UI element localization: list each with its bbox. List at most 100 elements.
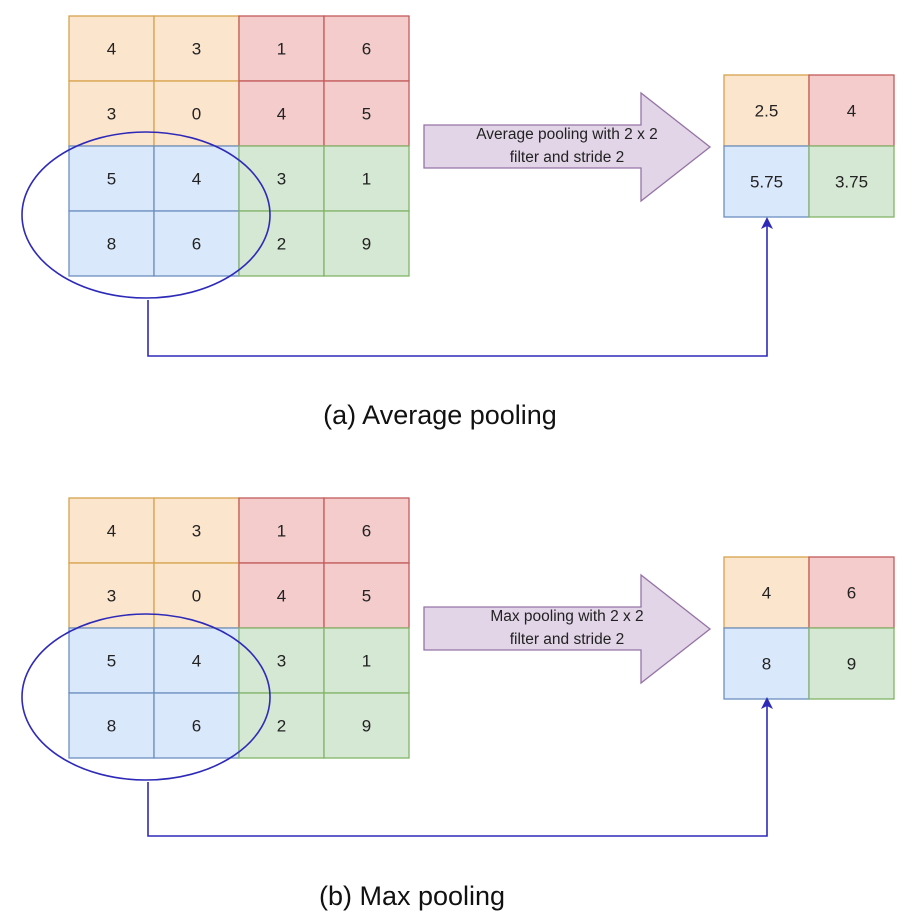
cell-value: 3	[107, 587, 116, 606]
cell-value: 3	[277, 170, 286, 189]
input-cell-r3-c2: 2	[238, 692, 325, 759]
input-cell-r3-c3: 9	[323, 210, 410, 277]
cell-box	[68, 627, 155, 694]
cell-box	[238, 692, 325, 759]
input-cell-r0-c1: 3	[153, 15, 240, 82]
cell-value: 4	[192, 170, 201, 189]
input-cell-r3-c0: 8	[68, 692, 155, 759]
cell-value: 5	[362, 105, 371, 124]
cell-box	[323, 210, 410, 277]
output-grid: 2.5 4 5.75 3.75	[723, 74, 895, 218]
cell-value: 5	[362, 587, 371, 606]
input-cell-r2-c2: 3	[238, 627, 325, 694]
cell-box	[323, 497, 410, 564]
arrow-label-line2: filter and stride 2	[510, 149, 625, 166]
input-cell-r0-c0: 4	[68, 497, 155, 564]
cell-box	[153, 210, 240, 277]
input-cell-r3-c2: 2	[238, 210, 325, 277]
cell-value: 6	[362, 522, 371, 541]
cell-box	[323, 80, 410, 147]
cell-value: 9	[362, 235, 371, 254]
cell-value: 3	[192, 40, 201, 59]
cell-value: 1	[277, 522, 286, 541]
caption: (b) Max pooling	[319, 881, 505, 911]
input-cell-r1-c2: 4	[238, 562, 325, 629]
cell-box	[238, 15, 325, 82]
input-cell-r2-c1: 4	[153, 145, 240, 212]
cell-value: 3	[277, 652, 286, 671]
cell-value: 1	[362, 652, 371, 671]
input-cell-r1-c1: 0	[153, 562, 240, 629]
cell-box	[153, 80, 240, 147]
cell-value: 5	[107, 652, 116, 671]
input-cell-r0-c3: 6	[323, 497, 410, 564]
output-cell-r0-c1: 4	[808, 74, 895, 147]
cell-value: 5.75	[750, 173, 783, 192]
input-cell-r1-c0: 3	[68, 562, 155, 629]
cell-box	[808, 145, 895, 218]
cell-box	[68, 210, 155, 277]
input-cell-r2-c3: 1	[323, 627, 410, 694]
cell-box	[68, 497, 155, 564]
process-arrow: Max pooling with 2 x 2 filter and stride…	[423, 573, 712, 685]
cell-value: 4	[762, 584, 771, 603]
cell-box	[153, 692, 240, 759]
connector-arrow	[147, 697, 773, 837]
cell-value: 8	[762, 655, 771, 674]
cell-value: 4	[847, 102, 856, 121]
output-cell-r0-c0: 2.5	[723, 74, 810, 147]
pooling-window-ellipse	[21, 613, 271, 781]
input-cell-r1-c1: 0	[153, 80, 240, 147]
caption: (a) Average pooling	[323, 400, 557, 430]
cell-value: 8	[107, 717, 116, 736]
output-cell-r1-c0: 8	[723, 627, 810, 700]
cell-value: 2.5	[755, 102, 779, 121]
cell-value: 2	[277, 717, 286, 736]
cell-value: 9	[847, 655, 856, 674]
cell-value: 6	[362, 40, 371, 59]
cell-box	[68, 692, 155, 759]
output-cell-r1-c0: 5.75	[723, 145, 810, 218]
cell-box	[723, 627, 810, 700]
input-cell-r1-c3: 5	[323, 80, 410, 147]
input-cell-r0-c2: 1	[238, 497, 325, 564]
output-cell-r0-c0: 4	[723, 556, 810, 629]
cell-box	[153, 145, 240, 212]
connector-arrow	[147, 217, 773, 357]
cell-value: 4	[107, 522, 116, 541]
cell-box	[68, 15, 155, 82]
panel-average-pooling: 4 3 1 6 3 0 4 5 5 4 3 1 8 6 2 9 Average pooling with 2 …	[21, 15, 895, 430]
cell-box	[153, 497, 240, 564]
cell-value: 2	[277, 235, 286, 254]
cell-value: 0	[192, 587, 201, 606]
cell-value: 3	[192, 522, 201, 541]
cell-value: 4	[192, 652, 201, 671]
cell-box	[153, 15, 240, 82]
output-cell-r0-c1: 6	[808, 556, 895, 629]
cell-box	[153, 562, 240, 629]
input-cell-r1-c2: 4	[238, 80, 325, 147]
input-cell-r2-c0: 5	[68, 145, 155, 212]
cell-box	[808, 627, 895, 700]
cell-value: 5	[107, 170, 116, 189]
arrow-label-line1: Average pooling with 2 x 2	[476, 126, 658, 143]
input-cell-r2-c3: 1	[323, 145, 410, 212]
cell-value: 1	[362, 170, 371, 189]
output-grid: 4 6 8 9	[723, 556, 895, 700]
cell-value: 6	[192, 235, 201, 254]
cell-value: 1	[277, 40, 286, 59]
cell-value: 3	[107, 105, 116, 124]
input-cell-r2-c2: 3	[238, 145, 325, 212]
input-cell-r0-c1: 3	[153, 497, 240, 564]
cell-value: 6	[192, 717, 201, 736]
output-cell-r1-c1: 3.75	[808, 145, 895, 218]
input-cell-r3-c0: 8	[68, 210, 155, 277]
panel-max-pooling: 4 3 1 6 3 0 4 5 5 4 3 1 8 6 2 9 Max pooling with 2 x 2 …	[21, 497, 895, 911]
input-grid: 4 3 1 6 3 0 4 5 5 4 3 1 8 6 2 9	[68, 15, 410, 277]
cell-box	[323, 145, 410, 212]
cell-value: 4	[277, 587, 286, 606]
input-cell-r0-c0: 4	[68, 15, 155, 82]
cell-value: 0	[192, 105, 201, 124]
cell-box	[723, 74, 810, 147]
